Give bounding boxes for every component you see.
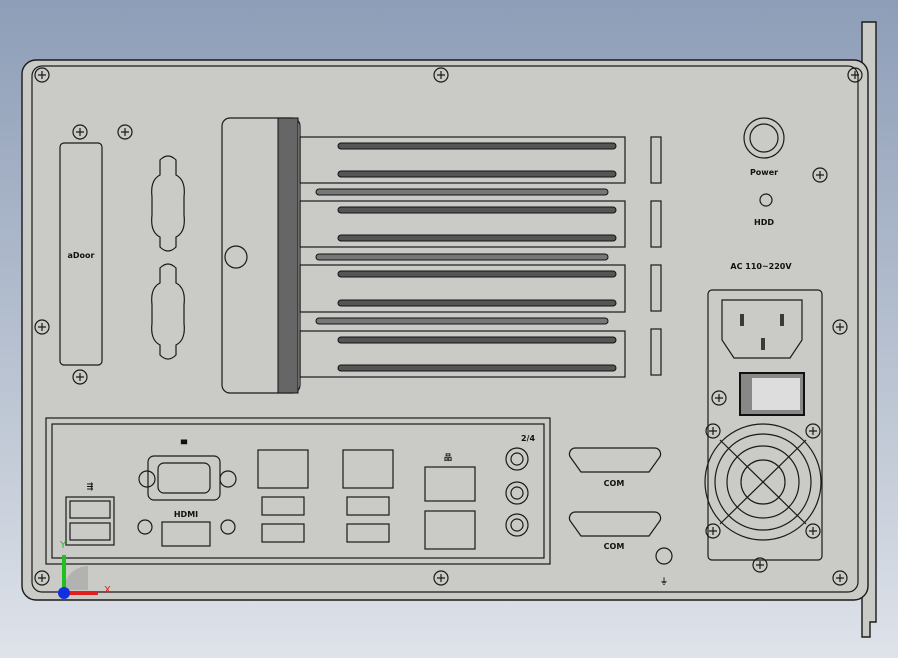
pci-slot xyxy=(337,336,617,344)
screw-icon xyxy=(711,390,727,406)
com1-label: COM xyxy=(604,479,625,488)
power-button-inner xyxy=(749,123,779,153)
triad-y-label: Y xyxy=(59,540,67,551)
slot-bracket xyxy=(299,136,626,184)
ground-icon: ⏚ xyxy=(660,577,668,586)
short-slot xyxy=(315,253,609,261)
pci-slot xyxy=(337,299,617,307)
ac-inlet[interactable] xyxy=(721,299,803,359)
monitor-icon: ▀ xyxy=(180,439,188,449)
screw-icon xyxy=(805,423,821,439)
lan-port[interactable] xyxy=(342,449,394,489)
screw-icon xyxy=(72,124,88,140)
usb-port[interactable] xyxy=(261,496,305,516)
back-panel xyxy=(21,59,869,601)
usb-port[interactable] xyxy=(346,496,390,516)
screw-icon xyxy=(34,67,50,83)
back-panel-face xyxy=(31,65,859,593)
ground-post xyxy=(655,547,673,565)
screw-icon xyxy=(117,124,133,140)
power-label: Power xyxy=(750,168,778,177)
dual-lan-port[interactable] xyxy=(424,466,476,550)
serial-cutout-1 xyxy=(151,155,185,252)
ac-pin xyxy=(780,314,784,326)
screw-icon xyxy=(832,319,848,335)
screw-icon xyxy=(705,423,721,439)
audio-header-label: 2/4 xyxy=(521,434,535,443)
slot-latch xyxy=(650,328,662,376)
usb-port-pair[interactable] xyxy=(65,496,115,546)
slot-latch xyxy=(650,136,662,184)
com-port-2[interactable] xyxy=(568,511,662,537)
slot-bracket xyxy=(299,264,626,313)
vga-port[interactable] xyxy=(138,455,237,501)
com2-label: COM xyxy=(604,542,625,551)
lan-port[interactable] xyxy=(257,449,309,489)
screw-icon xyxy=(705,523,721,539)
io-shield xyxy=(45,417,551,565)
fan-guard xyxy=(704,423,822,541)
hdd-led xyxy=(759,193,773,207)
pci-slot xyxy=(337,270,617,278)
audio-jacks[interactable] xyxy=(505,447,529,537)
ac-pin xyxy=(740,314,744,326)
slot-latch xyxy=(650,200,662,248)
screw-icon xyxy=(752,557,768,573)
screw-icon xyxy=(832,570,848,586)
network-icon: 品 xyxy=(444,453,452,462)
hdmi-port[interactable] xyxy=(161,521,211,547)
usb-port[interactable] xyxy=(346,523,390,543)
screw-icon xyxy=(847,67,863,83)
slot-latch xyxy=(650,264,662,312)
screw-icon xyxy=(805,523,821,539)
pci-slot xyxy=(337,234,617,242)
pci-slot xyxy=(337,364,617,372)
hdd-label: HDD xyxy=(754,218,774,227)
screw-icon xyxy=(433,67,449,83)
short-slot xyxy=(315,188,609,196)
coordinate-triad: X Y xyxy=(58,540,111,599)
card-retainer xyxy=(221,117,301,394)
screw-icon xyxy=(72,369,88,385)
card-retainer-edge xyxy=(277,117,299,394)
power-switch-rocker xyxy=(752,378,800,410)
door-label: aDoor xyxy=(68,251,95,260)
screw-icon xyxy=(34,319,50,335)
io-shield-inner xyxy=(51,423,545,559)
com-port-1[interactable] xyxy=(568,447,662,473)
pci-slot xyxy=(337,206,617,214)
door-cover xyxy=(59,142,103,366)
expansion-slots xyxy=(299,136,662,378)
ac-input-label: AC 110~220V xyxy=(730,262,792,271)
usb-icon: ⇶ xyxy=(87,481,94,491)
usb-port[interactable] xyxy=(261,523,305,543)
pci-slot xyxy=(337,170,617,178)
standoff xyxy=(137,519,153,535)
serial-cutout-2 xyxy=(151,263,185,360)
triad-x-label: X xyxy=(104,585,111,596)
slot-bracket xyxy=(299,200,626,248)
ac-pin xyxy=(761,338,765,350)
hdmi-label: HDMI xyxy=(174,510,198,519)
retainer-knob xyxy=(224,245,248,269)
standoff xyxy=(220,519,236,535)
screw-icon xyxy=(812,167,828,183)
screw-icon xyxy=(34,570,50,586)
short-slot xyxy=(315,317,609,325)
pci-slot xyxy=(337,142,617,150)
screw-icon xyxy=(433,570,449,586)
slot-bracket xyxy=(299,330,626,378)
power-button[interactable] xyxy=(743,117,785,159)
